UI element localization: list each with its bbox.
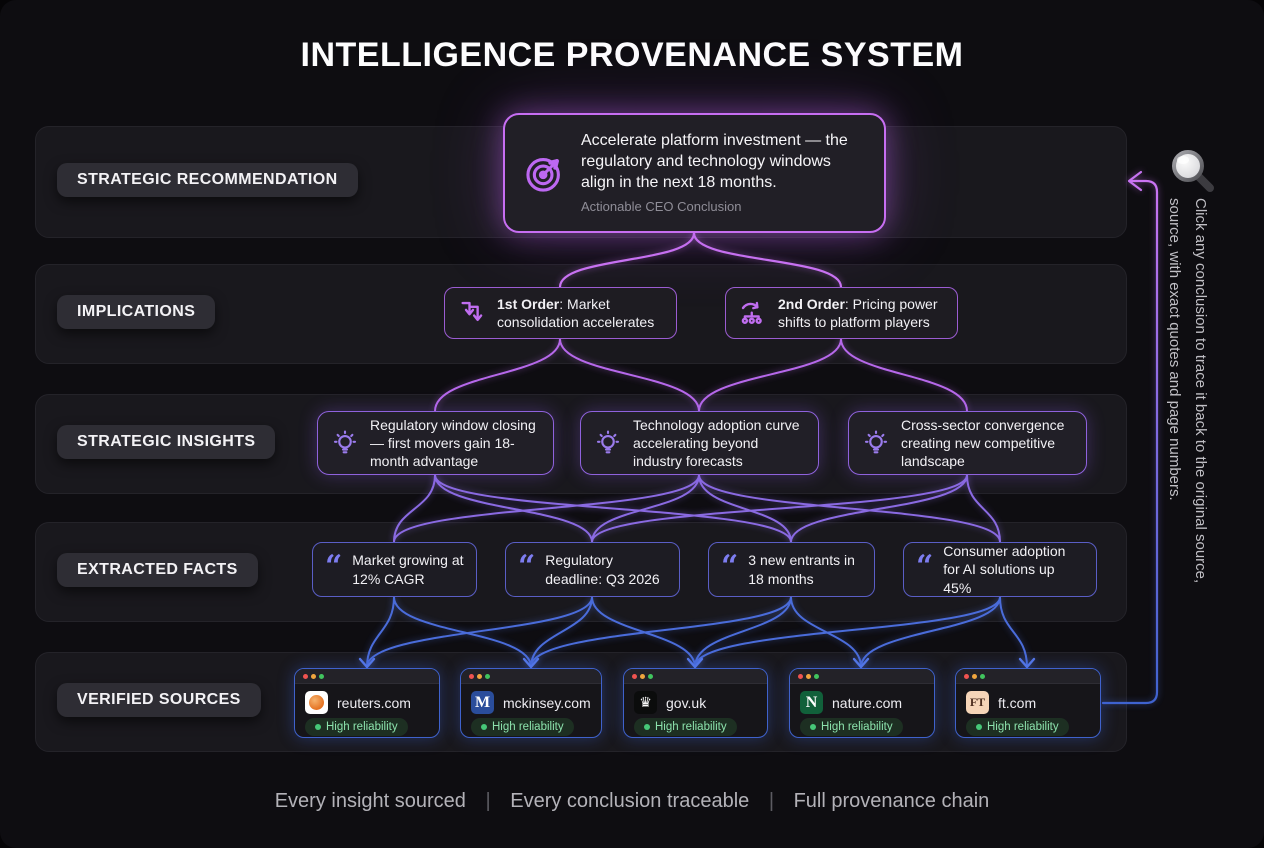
- source-domain: nature.com: [832, 694, 903, 711]
- browser-chrome-bar: [790, 669, 934, 684]
- traffic-light-red: [632, 673, 637, 679]
- cascade-arrows-icon: [457, 298, 487, 328]
- quote-icon: “: [518, 549, 536, 584]
- mckinsey-favicon: M: [471, 691, 494, 714]
- insight-text: Cross-sector convergence creating new co…: [901, 416, 1065, 470]
- implication-card-first-order[interactable]: 1st Order: Market consolidation accelera…: [444, 287, 677, 339]
- ft-favicon: FT: [966, 691, 989, 714]
- side-note-line2: source, with exact quotes and page numbe…: [1166, 198, 1183, 501]
- traffic-light-green: [319, 673, 324, 679]
- traffic-light-yellow: [477, 673, 482, 679]
- source-card-nature[interactable]: N nature.com High reliability: [789, 668, 935, 738]
- reliability-badge: High reliability: [800, 718, 903, 736]
- traffic-light-yellow: [640, 673, 645, 679]
- fact-card-market-growth[interactable]: “ Market growing at 12% CAGR: [312, 542, 477, 597]
- browser-chrome-bar: [624, 669, 767, 684]
- fact-text: Regulatory deadline: Q3 2026: [545, 552, 660, 587]
- source-domain: mckinsey.com: [503, 694, 591, 711]
- govuk-crown-favicon: ♛: [634, 691, 657, 714]
- fact-card-new-entrants[interactable]: “ 3 new entrants in 18 months: [708, 542, 875, 597]
- implication-text: 1st Order: Market consolidation accelera…: [497, 295, 655, 330]
- status-dot: [644, 724, 650, 730]
- quote-icon: “: [721, 549, 739, 584]
- footer-item: Every conclusion traceable: [510, 790, 750, 812]
- footer-tagline: Every insight sourced | Every conclusion…: [0, 790, 1264, 813]
- insight-text: Regulatory window closing — first movers…: [370, 416, 536, 470]
- label-strategic-insights: STRATEGIC INSIGHTS: [57, 425, 276, 459]
- insight-card-technology-adoption[interactable]: Technology adoption curve accelerating b…: [580, 411, 819, 475]
- footer-item: Every insight sourced: [274, 790, 466, 812]
- browser-chrome-bar: [295, 669, 439, 684]
- target-icon: [523, 151, 567, 195]
- source-card-ft[interactable]: FT ft.com High reliability: [955, 668, 1101, 738]
- insight-text: Technology adoption curve accelerating b…: [633, 416, 800, 470]
- traffic-light-red: [798, 673, 803, 679]
- insight-card-regulatory-window[interactable]: Regulatory window closing — first movers…: [317, 411, 554, 475]
- lightbulb-icon: [330, 428, 360, 458]
- traffic-light-yellow: [311, 673, 316, 679]
- implication-text: 2nd Order: Pricing power shifts to platf…: [778, 295, 938, 330]
- lightbulb-icon: [861, 428, 891, 458]
- fact-card-consumer-adoption[interactable]: “ Consumer adoption for AI solutions up …: [903, 542, 1097, 597]
- reliability-badge: High reliability: [966, 718, 1069, 736]
- status-dot: [976, 724, 982, 730]
- source-domain: gov.uk: [666, 694, 707, 711]
- label-extracted-facts: EXTRACTED FACTS: [57, 553, 258, 587]
- fact-text: Consumer adoption for AI solutions up 45…: [943, 543, 1066, 596]
- recommendation-card[interactable]: Accelerate platform investment — the reg…: [503, 113, 886, 233]
- source-card-reuters[interactable]: reuters.com High reliability: [294, 668, 440, 738]
- reuters-favicon: [305, 691, 328, 714]
- magnifier-icon: [1168, 146, 1218, 201]
- source-card-govuk[interactable]: ♛ gov.uk High reliability: [623, 668, 768, 738]
- fact-text: Market growing at 12% CAGR: [352, 552, 464, 587]
- footer-separator: |: [485, 790, 491, 812]
- label-implications: IMPLICATIONS: [57, 295, 216, 329]
- lightbulb-icon: [593, 428, 623, 458]
- status-dot: [315, 724, 321, 730]
- recommendation-subtext: Actionable CEO Conclusion: [581, 199, 742, 215]
- status-dot: [810, 724, 816, 730]
- footer-item: Full provenance chain: [793, 790, 990, 812]
- traffic-light-red: [469, 673, 474, 679]
- source-domain: reuters.com: [337, 694, 411, 711]
- traffic-light-red: [303, 673, 308, 679]
- source-card-mckinsey[interactable]: M mckinsey.com High reliability: [460, 668, 602, 738]
- branch-arrow-icon: [738, 298, 768, 328]
- traffic-light-yellow: [972, 673, 977, 679]
- status-dot: [481, 724, 487, 730]
- reliability-badge: High reliability: [305, 718, 408, 736]
- reliability-badge: High reliability: [634, 718, 737, 736]
- implication-card-second-order[interactable]: 2nd Order: Pricing power shifts to platf…: [725, 287, 958, 339]
- insight-card-cross-sector[interactable]: Cross-sector convergence creating new co…: [848, 411, 1087, 475]
- traffic-light-green: [485, 673, 490, 679]
- source-domain: ft.com: [998, 694, 1037, 711]
- quote-icon: “: [916, 549, 934, 584]
- browser-chrome-bar: [956, 669, 1100, 684]
- side-note-line1: Click any conclusion to trace it back to…: [1192, 198, 1209, 584]
- side-note: Click any conclusion to trace it back to…: [1161, 198, 1213, 746]
- nature-favicon: N: [800, 691, 823, 714]
- footer-separator: |: [768, 790, 775, 812]
- page-title: INTELLIGENCE PROVENANCE SYSTEM: [300, 36, 964, 74]
- fact-text: 3 new entrants in 18 months: [748, 552, 855, 587]
- label-strategic-recommendation: STRATEGIC RECOMMENDATION: [57, 163, 358, 197]
- traffic-light-yellow: [806, 673, 811, 679]
- traffic-light-green: [980, 673, 985, 679]
- quote-icon: “: [325, 549, 343, 584]
- browser-chrome-bar: [461, 669, 601, 684]
- reliability-badge: High reliability: [471, 718, 574, 736]
- recommendation-text: Accelerate platform investment — the reg…: [581, 131, 848, 192]
- label-verified-sources: VERIFIED SOURCES: [57, 683, 261, 717]
- traffic-light-red: [964, 673, 969, 679]
- traffic-light-green: [648, 673, 653, 679]
- traffic-light-green: [814, 673, 819, 679]
- fact-card-regulatory-deadline[interactable]: “ Regulatory deadline: Q3 2026: [505, 542, 680, 597]
